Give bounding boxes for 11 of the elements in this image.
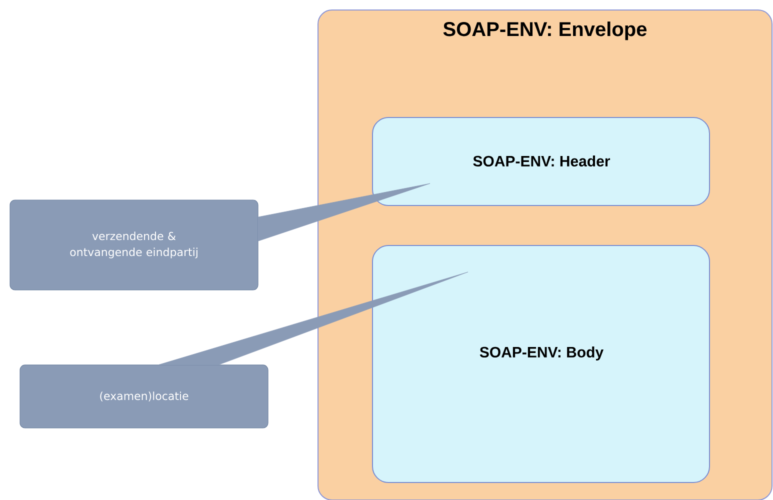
- section-box: [372, 117, 710, 206]
- callout-pointer: [258, 183, 430, 242]
- callout-box: [20, 364, 268, 428]
- section-title: SOAP-ENV: Header: [473, 155, 610, 166]
- callout-text: (examen)locatie: [100, 392, 188, 402]
- envelope-title: SOAP-ENV: Envelope: [443, 22, 647, 40]
- callout-text: verzendende & ontvangende eindpartij: [70, 232, 198, 258]
- section-title: SOAP-ENV: Body: [480, 346, 604, 360]
- callout-box: [10, 200, 258, 290]
- callout-pointer: [158, 272, 468, 365]
- section-box: [372, 245, 710, 483]
